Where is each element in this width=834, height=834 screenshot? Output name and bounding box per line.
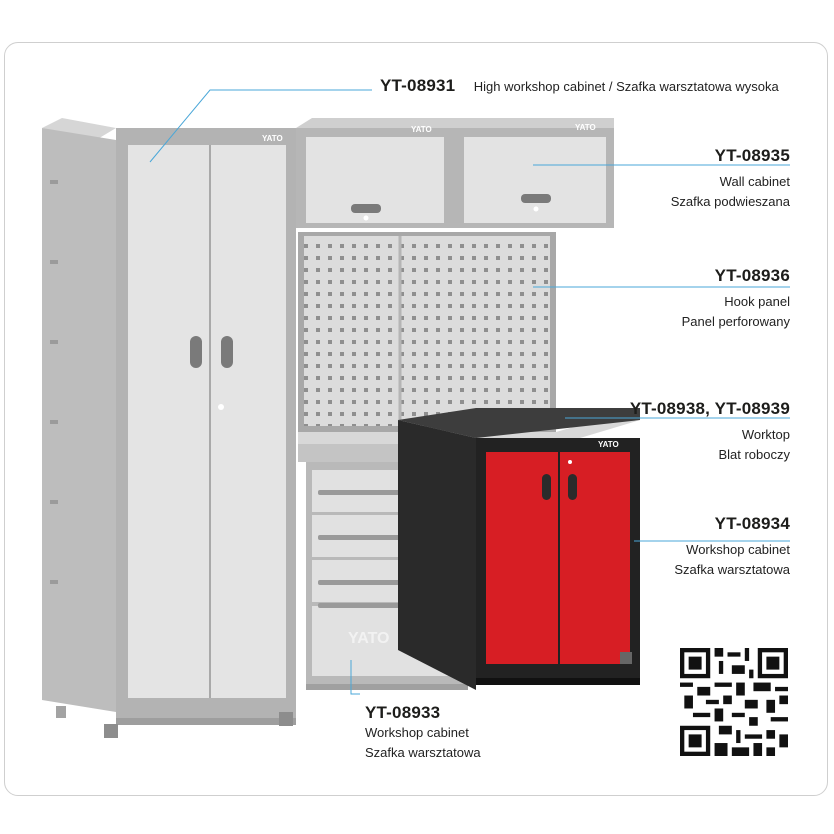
red-cabinet-code: YT-08934: [714, 514, 790, 533]
qr-code-icon[interactable]: [680, 648, 788, 756]
high-cabinet-code: YT-08931: [380, 76, 456, 95]
drawer-cabinet-desc-en: Workshop cabinet: [365, 725, 469, 740]
brand-label-red: YATO: [598, 440, 619, 449]
hook-panel: [298, 232, 556, 432]
drawer-cabinet-desc-pl: Szafka warsztatowa: [365, 745, 481, 760]
wall-cabinet-desc-pl: Szafka podwieszana: [670, 194, 790, 209]
hook-panel-desc-pl: Panel perforowany: [681, 314, 790, 329]
wall-cabinets: [296, 118, 614, 228]
callout-hook-panel: YT-08936 Hook panel Panel perforowany: [530, 266, 790, 332]
red-cabinet-desc-en: Workshop cabinet: [686, 542, 790, 557]
worktop-desc-pl: Blat roboczy: [718, 447, 790, 462]
brand-label-drawer: YATO: [348, 630, 390, 647]
drawer-cabinet-code: YT-08933: [365, 703, 441, 722]
high-cabinet-desc: High workshop cabinet / Szafka warsztato…: [473, 79, 779, 94]
worktop-desc-en: Worktop: [741, 427, 790, 442]
callout-red-cabinet: YT-08934 Workshop cabinet Szafka warszta…: [530, 514, 790, 580]
worktop-code: YT-08938, YT-08939: [629, 399, 790, 418]
brand-label-wall-left: YATO: [411, 125, 432, 134]
callout-drawer-cabinet: YT-08933 Workshop cabinet Szafka warszta…: [365, 703, 481, 763]
callout-wall-cabinet: YT-08935 Wall cabinet Szafka podwieszana: [530, 146, 790, 212]
brand-label-wall-right: YATO: [575, 123, 596, 132]
high-cabinet: [42, 118, 296, 738]
brand-label-high: YATO: [262, 134, 283, 143]
wall-cabinet-desc-en: Wall cabinet: [719, 174, 790, 189]
leader-lines: [149, 89, 790, 695]
wall-cabinet-code: YT-08935: [714, 146, 790, 165]
red-cabinet-desc-pl: Szafka warsztatowa: [674, 562, 790, 577]
callout-high-cabinet: YT-08931 High workshop cabinet / Szafka …: [380, 76, 779, 97]
hook-panel-code: YT-08936: [714, 266, 790, 285]
callout-worktop: YT-08938, YT-08939 Worktop Blat roboczy: [530, 399, 790, 465]
red-workshop-cabinet: [398, 408, 640, 690]
hook-panel-desc-en: Hook panel: [724, 294, 790, 309]
